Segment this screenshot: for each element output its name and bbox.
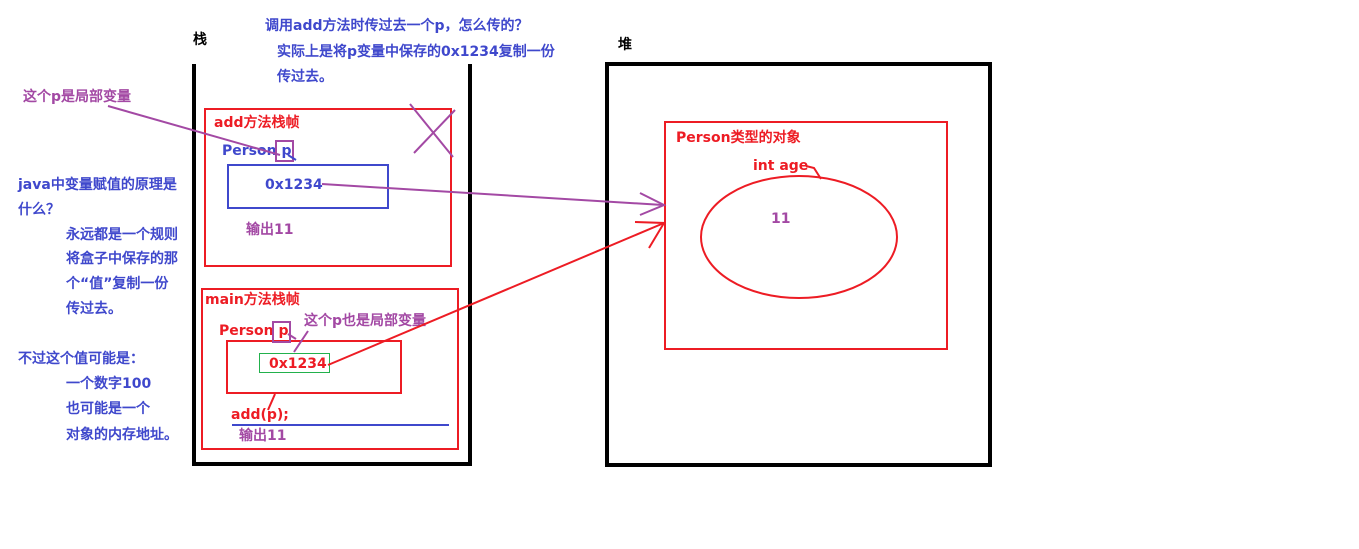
main-frame-var-decl: Person p: [219, 323, 289, 339]
main-frame-title: main方法栈帧: [205, 292, 300, 308]
add-p-highlight: [275, 140, 294, 162]
main-frame-value: 0x1234: [269, 356, 327, 372]
add-method-frame: [204, 108, 452, 267]
question-line1: 调用add方法时传过去一个p，怎么传的？: [265, 18, 529, 34]
add-frame-value: 0x1234: [265, 177, 323, 193]
heap-container: [605, 62, 992, 467]
add-reference-arrowhead: [639, 192, 667, 216]
stack-label: 栈: [193, 32, 207, 48]
value-kind-number: 一个数字100: [66, 376, 152, 392]
add-p-tick: [287, 154, 297, 161]
main-method-frame: [201, 288, 459, 450]
main-frame-var-box: [226, 340, 402, 394]
person-object-field-value: 11: [771, 211, 791, 227]
frame-cross-line-1: [409, 103, 454, 158]
add-frame-output: 输出11: [246, 222, 294, 238]
main-local-var-note-line: [293, 330, 309, 353]
person-object-field: int age: [753, 158, 809, 174]
local-var-note-line: [107, 105, 281, 156]
main-frame-local-var-note: 这个p也是局部变量: [304, 313, 427, 329]
main-p-highlight: [272, 321, 291, 343]
value-kind-maybe: 也可能是一个: [66, 401, 150, 417]
main-reference-arrowhead: [634, 221, 666, 249]
principle-answer-3: 个“值”复制一份: [66, 276, 169, 292]
principle-answer-1: 永远都是一个规则: [66, 227, 178, 243]
call-pointer: [267, 393, 276, 411]
principle-question-2: 什么？: [18, 202, 60, 218]
question-line2: 实际上是将p变量中保存的0x1234复制一份: [277, 44, 555, 60]
main-p-tick: [287, 333, 297, 340]
main-frame-output: 输出11: [239, 428, 287, 444]
add-frame-var-box: [227, 164, 389, 209]
frame-cross-line-2: [413, 109, 456, 154]
add-reference-arrow: [321, 183, 664, 206]
principle-answer-2: 将盒子中保存的那: [66, 251, 178, 267]
question-line3: 传过去。: [277, 69, 333, 85]
value-kind-address: 对象的内存地址。: [66, 427, 178, 443]
age-field-ellipse: [700, 175, 898, 299]
add-frame-title: add方法栈帧: [214, 115, 300, 131]
heap-label: 堆: [618, 37, 632, 53]
main-frame-call: add(p);: [231, 407, 289, 423]
person-object-title: Person类型的对象: [676, 130, 801, 146]
principle-question-1: java中变量赋值的原理是: [18, 177, 177, 193]
main-frame-value-box: [259, 353, 330, 373]
int-age-pointer: [805, 165, 822, 180]
person-object-box: [664, 121, 948, 350]
local-var-note: 这个p是局部变量: [23, 89, 132, 105]
stack-container: [192, 64, 472, 466]
main-reference-arrow: [327, 222, 665, 366]
principle-answer-4: 传过去。: [66, 301, 122, 317]
value-kind-intro: 不过这个值可能是：: [18, 351, 144, 367]
add-frame-var-decl: Person p: [222, 143, 292, 159]
